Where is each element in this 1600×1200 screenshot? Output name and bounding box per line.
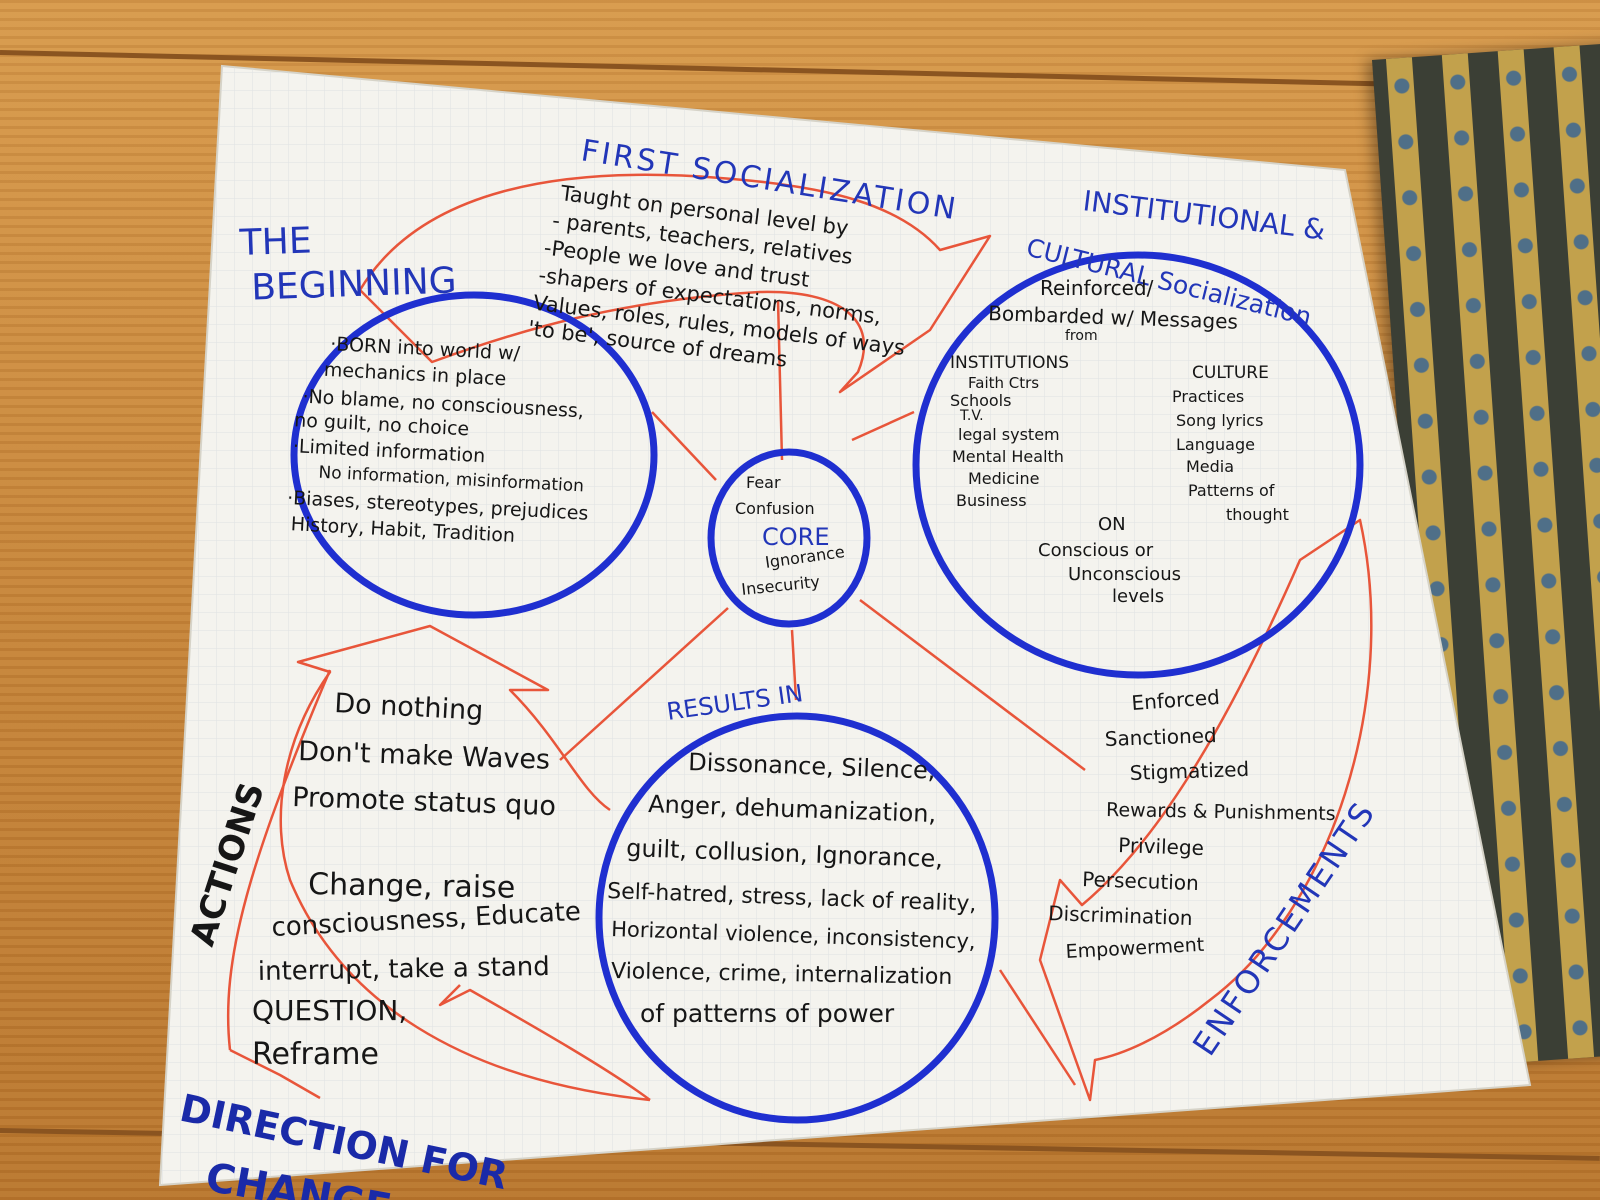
culture-header: CULTURE <box>1192 363 1269 383</box>
culture-item: Language <box>1176 435 1255 454</box>
action-line: Reframe <box>252 1037 379 1072</box>
institution-item: Faith Ctrs <box>968 374 1039 392</box>
enforcement-item: Persecution <box>1082 867 1199 895</box>
enforcement-item: Stigmatized <box>1129 757 1249 785</box>
institution-item: Medicine <box>968 469 1039 488</box>
institutional-intro: from <box>1065 328 1098 344</box>
culture-item: Patterns of <box>1188 481 1275 500</box>
culture-item: Media <box>1186 457 1234 476</box>
core-fear: Fear <box>746 473 781 492</box>
results-line: of patterns of power <box>640 999 895 1028</box>
action-line: QUESTION, <box>252 994 407 1027</box>
culture-item: Practices <box>1172 387 1244 406</box>
institutional-levels: levels <box>1112 586 1164 607</box>
action-line: Change, raise <box>308 867 516 906</box>
institution-item: T.V. <box>959 408 984 424</box>
core-confusion: Confusion <box>735 499 815 518</box>
enforcement-item: Privilege <box>1118 833 1205 860</box>
beginning-title-line: THE <box>238 221 312 265</box>
institutions-header: INSTITUTIONS <box>950 353 1069 373</box>
enforcement-item: Sanctioned <box>1104 723 1217 751</box>
enforcement-item: Discrimination <box>1048 901 1193 930</box>
institution-item: Mental Health <box>952 447 1064 466</box>
culture-item: thought <box>1226 505 1289 524</box>
action-line: interrupt, take a stand <box>258 952 550 987</box>
institution-item: legal system <box>958 425 1060 444</box>
beginning-title-line: BEGINNING <box>251 260 458 308</box>
institutional-on: ON <box>1098 514 1126 535</box>
culture-item: Song lyrics <box>1176 411 1263 430</box>
institutional-levels: Unconscious <box>1068 564 1181 585</box>
enforcement-item: Rewards & Punishments <box>1106 799 1336 825</box>
institutional-levels: Conscious or <box>1038 540 1154 561</box>
institution-item: Business <box>956 491 1027 510</box>
institutional-intro: Reinforced/ <box>1040 276 1154 300</box>
